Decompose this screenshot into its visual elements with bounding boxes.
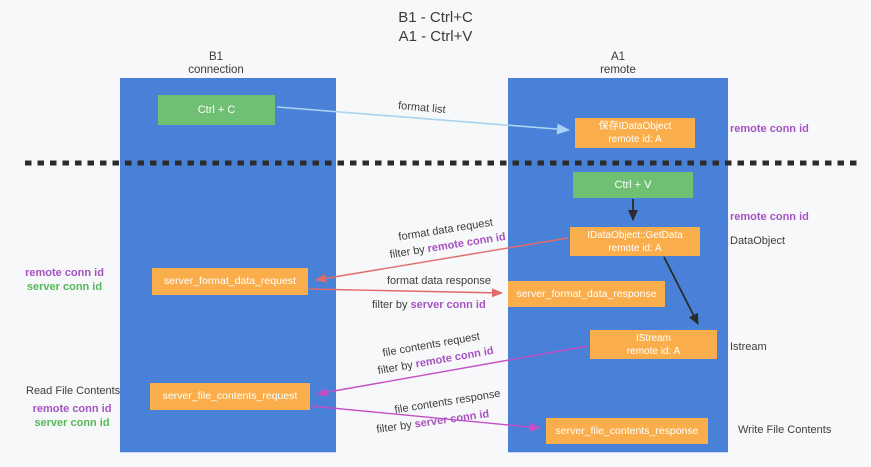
node-format-request-label: server_format_data_request bbox=[164, 275, 296, 287]
node-server-file-contents-response: server_file_contents_response bbox=[546, 418, 708, 444]
edge-filter-file-contents-response: filter byserver conn id bbox=[376, 408, 490, 436]
left-label-remote-conn-id-1: remote conn id bbox=[25, 267, 104, 279]
filter-key-server-conn-id: server conn id bbox=[410, 299, 486, 311]
filter-by-text: filter by bbox=[388, 243, 426, 262]
node-ctrl-c: Ctrl + C bbox=[158, 95, 275, 125]
left-column-name: B1 bbox=[208, 51, 224, 63]
right-column-header: A1 remote bbox=[508, 51, 728, 77]
left-label-remote-conn-id-2: remote conn id bbox=[32, 403, 112, 415]
title-line-b1: B1 - Ctrl+C bbox=[398, 9, 473, 26]
diagram-title: B1 - Ctrl+C A1 - Ctrl+V bbox=[0, 8, 871, 46]
edge-label-format-data-response: format data response bbox=[387, 275, 491, 287]
left-column-header: B1 connection bbox=[120, 51, 312, 77]
title-line-a1: A1 - Ctrl+V bbox=[398, 28, 473, 45]
left-label-read-file-contents: Read File Contents bbox=[26, 385, 121, 397]
node-idataobject-getdata: IDataObject::GetData remote id: A bbox=[570, 227, 700, 256]
right-label-istream: Istream bbox=[730, 341, 767, 353]
filter-by-text: filter by bbox=[372, 299, 408, 311]
node-save-idataobject-line2: remote id: A bbox=[608, 134, 662, 145]
node-format-response-label: server_format_data_response bbox=[516, 287, 657, 300]
node-server-format-data-request: server_format_data_request bbox=[152, 268, 308, 295]
node-file-response-label: server_file_contents_response bbox=[555, 424, 699, 437]
filter-by-text: filter by bbox=[375, 419, 413, 436]
node-ctrl-v: Ctrl + V bbox=[573, 172, 693, 198]
format-data-response-arrow bbox=[308, 288, 503, 298]
node-save-idataobject-line1: 保存IDataObject bbox=[598, 121, 672, 132]
node-save-idataobject: 保存IDataObject remote id: A bbox=[575, 118, 695, 148]
node-getdata-line1: IDataObject::GetData bbox=[587, 229, 683, 241]
edge-label-format-list: format list bbox=[397, 99, 447, 117]
right-label-dataobject: DataObject bbox=[730, 235, 786, 247]
left-label-server-conn-id-2: server conn id bbox=[34, 417, 110, 429]
left-label-server-conn-id-1: server conn id bbox=[26, 281, 103, 293]
node-istream: IStream remote id: A bbox=[590, 330, 717, 359]
node-server-file-contents-request: server_file_contents_request bbox=[150, 383, 310, 410]
right-label-write-file-contents: Write File Contents bbox=[738, 424, 832, 436]
node-istream-line1: IStream bbox=[635, 332, 671, 344]
node-ctrl-v-label: Ctrl + V bbox=[614, 178, 652, 191]
node-istream-line2: remote id: A bbox=[626, 345, 681, 357]
node-file-request-label: server_file_contents_request bbox=[162, 390, 298, 402]
left-column-role: connection bbox=[188, 64, 244, 76]
right-label-remote-conn-id-mid: remote conn id bbox=[730, 211, 809, 223]
node-server-format-data-response: server_format_data_response bbox=[508, 281, 665, 307]
right-column-name: A1 bbox=[610, 51, 626, 63]
node-ctrl-c-label: Ctrl + C bbox=[197, 103, 236, 116]
node-getdata-line2: remote id: A bbox=[608, 242, 662, 254]
right-label-remote-conn-id-top: remote conn id bbox=[730, 123, 809, 135]
right-column-role: remote bbox=[600, 64, 636, 76]
filter-by-text: filter by bbox=[376, 359, 414, 378]
